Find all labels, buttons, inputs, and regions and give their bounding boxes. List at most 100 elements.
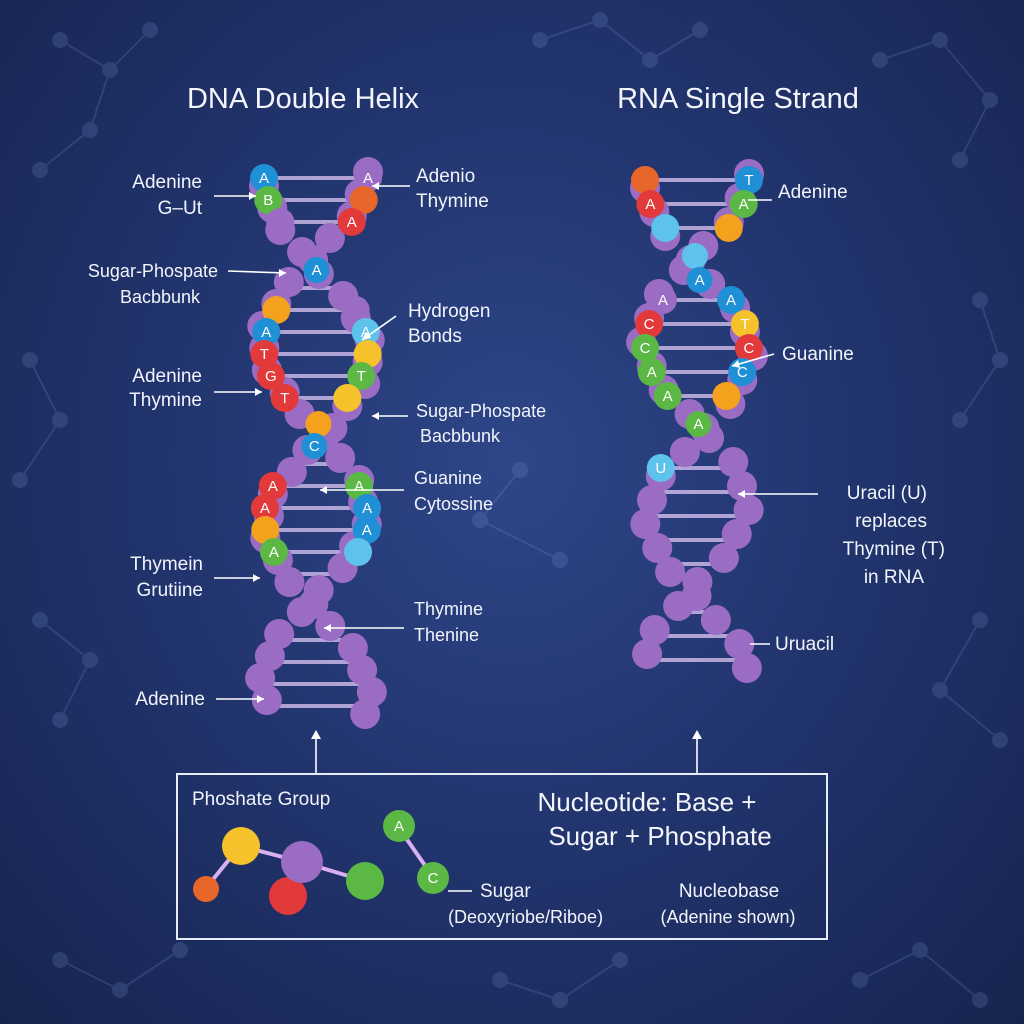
arrowhead	[372, 182, 379, 190]
label-hydrogen: Hydrogen	[408, 301, 490, 322]
label-hydrogen-bonds: Bonds	[408, 326, 462, 347]
oxygen-atom	[269, 877, 307, 915]
nucleobase-label: Nucleobase	[679, 881, 779, 902]
rna-backbone-bead	[669, 437, 700, 467]
backbone-sugar-bead	[274, 567, 305, 597]
backbone-sugar-bead	[286, 597, 317, 627]
svg-text:A: A	[312, 262, 322, 279]
svg-text:T: T	[357, 368, 366, 385]
dna-base-bead: G	[256, 362, 285, 390]
rna-label-guanine: Guanine	[782, 344, 854, 365]
sugar-label: Sugar	[480, 881, 531, 902]
svg-text:A: A	[260, 500, 270, 517]
arrowhead	[253, 574, 260, 582]
nucleotide-title-line1: Nucleotide: Base +	[538, 787, 757, 817]
svg-text:A: A	[693, 416, 703, 433]
rna-label-adenine: Adenine	[778, 182, 848, 203]
label-sugar-phosphate-right-line2: Bacbbunk	[420, 426, 501, 446]
svg-text:T: T	[280, 390, 289, 407]
arrowhead	[255, 388, 262, 396]
svg-text:A: A	[268, 478, 278, 495]
arrowhead	[692, 730, 702, 739]
rna-backbone-bead	[731, 653, 762, 683]
rna-center-bead	[681, 243, 708, 269]
label-adenine-thymine-left: Adenine	[132, 366, 202, 387]
rna-label-replaces: replaces	[855, 511, 927, 532]
rna-base-bead: C	[734, 334, 763, 362]
rna-base-bead	[714, 214, 743, 242]
dna-base-bead	[262, 296, 291, 324]
rna-backbone-bead	[700, 605, 731, 635]
svg-text:C: C	[644, 316, 655, 333]
svg-text:T: T	[740, 316, 749, 333]
pointer-arrows	[311, 730, 702, 774]
base-bead-a	[383, 810, 415, 842]
rna-base-bead: C	[728, 358, 757, 386]
dna-base-bead	[353, 340, 382, 368]
label-sugar-phosphate-left-line2: Bacbbunk	[120, 287, 201, 307]
rna-backbone-bead	[721, 519, 752, 549]
rna-base-bead: C	[635, 310, 664, 338]
rna-backbone-bead	[639, 615, 670, 645]
rna-backbone-bead	[637, 485, 668, 515]
svg-text:A: A	[259, 170, 269, 187]
label-adenio: Adenio	[416, 166, 475, 187]
svg-text:C: C	[309, 438, 320, 455]
rna-base-bead: T	[735, 166, 763, 194]
dna-base-bead	[251, 516, 280, 544]
arrowhead	[372, 412, 379, 420]
label-grutiine: Grutiine	[136, 580, 203, 601]
rna-backbone-bead	[733, 495, 764, 525]
label-thenine: Thenine	[414, 625, 479, 645]
phosphate-group-label: Phoshate Group	[192, 789, 330, 810]
svg-text:C: C	[640, 340, 651, 357]
rna-label-thymine-t: Thymine (T)	[843, 539, 945, 560]
svg-text:T: T	[744, 172, 753, 189]
nucleotide-box: Phoshate Group Nucleotide: Base + Sugar …	[176, 773, 828, 940]
label-guanine: Guanine	[414, 468, 482, 488]
arrowhead	[738, 490, 745, 498]
rna-backbone-bead	[630, 509, 661, 539]
dna-base-bead: A	[259, 538, 288, 566]
arrowhead	[324, 624, 331, 632]
rna-base-bead: T	[730, 310, 759, 338]
nucleobase-label-line2: (Adenine shown)	[660, 907, 795, 927]
phosphate-oxygen-atom	[193, 876, 219, 902]
phosphate-atom	[222, 827, 260, 865]
dna-base-bead	[344, 538, 373, 566]
dna-base-bead: A	[337, 208, 366, 236]
label-cytossine: Cytossine	[414, 494, 493, 514]
base-bead-a-label: A	[394, 818, 404, 835]
rna-backbone-bead	[663, 591, 694, 621]
label-sugar-phosphate-left: Sugar-Phospate	[88, 261, 218, 281]
svg-text:A: A	[261, 324, 271, 341]
label-adenine-gut-line2: G–Ut	[158, 198, 203, 219]
molecule-model	[193, 827, 384, 915]
base-bead-c-label: C	[428, 870, 439, 887]
dna-center-bead	[305, 411, 332, 437]
arrow-sugar-phosphate-left	[227, 270, 287, 274]
svg-text:C: C	[737, 364, 748, 381]
rna-backbone-bead	[642, 533, 673, 563]
background-molecule-network	[12, 12, 1008, 1008]
label-adenine-bottom: Adenine	[135, 689, 205, 710]
arrowhead	[279, 269, 286, 277]
arrowhead	[362, 332, 371, 340]
backbone-sugar-bead	[303, 575, 334, 605]
backbone-sugar-bead	[350, 699, 381, 729]
rna-base-bead: A	[653, 382, 682, 410]
label-sugar-phosphate-right: Sugar-Phospate	[416, 401, 546, 421]
svg-text:U: U	[655, 460, 666, 477]
label-thymine-right: Thymine	[414, 599, 483, 619]
svg-text:A: A	[363, 170, 373, 187]
backbone-sugar-bead	[314, 223, 345, 253]
rna-backbone-bead	[708, 543, 739, 573]
dna-base-bead: A	[252, 318, 281, 346]
sugar-atom	[281, 841, 323, 883]
nucleotide-title-line2: Sugar + Phosphate	[548, 821, 771, 851]
rna-base-bead: A	[637, 358, 666, 386]
